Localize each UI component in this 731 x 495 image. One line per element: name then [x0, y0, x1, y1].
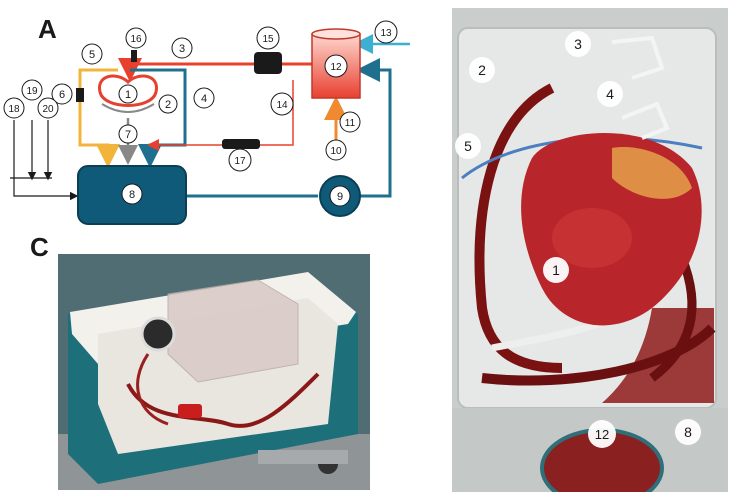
photo-c-illustration — [58, 254, 370, 490]
input-line-18 — [13, 120, 79, 201]
node-17: 17 — [234, 156, 246, 167]
liver-fat — [612, 147, 692, 199]
node-14: 14 — [276, 100, 288, 111]
flow-sensor-15 — [254, 52, 282, 74]
node-3: 3 — [179, 43, 185, 55]
pump-head — [140, 316, 176, 352]
flow-sensor-17 — [222, 139, 260, 149]
node-4: 4 — [201, 93, 207, 105]
node-12: 12 — [330, 62, 342, 73]
node-20: 20 — [42, 104, 54, 115]
reservoir-top — [311, 28, 361, 40]
photo-b-label-5: 5 — [464, 138, 472, 154]
liver-highlight — [552, 208, 632, 268]
node-6: 6 — [59, 89, 65, 101]
photo-b-label-1: 1 — [552, 262, 560, 278]
red-clamp — [178, 404, 202, 418]
node-8: 8 — [129, 189, 135, 201]
node-11: 11 — [345, 118, 356, 129]
node-1: 1 — [125, 89, 131, 101]
photo-b-label-12: 12 — [595, 427, 609, 442]
node-7: 7 — [125, 129, 131, 141]
clip-4 — [621, 101, 670, 140]
node-10: 10 — [330, 146, 342, 157]
clamp-6 — [76, 88, 84, 102]
clamp-16 — [131, 50, 137, 62]
liver-arc — [101, 103, 155, 113]
tube-left — [474, 83, 563, 373]
step-plate — [258, 450, 348, 464]
bile-line — [78, 68, 120, 168]
photo-b-label-3: 3 — [574, 36, 582, 52]
node-13: 13 — [380, 28, 392, 39]
photo-b-illustration: 1 2 3 4 5 8 12 — [452, 8, 728, 492]
photo-portable-device — [58, 254, 370, 490]
node-15: 15 — [262, 34, 274, 45]
node-18: 18 — [8, 104, 20, 115]
organ-chamber — [167, 279, 299, 383]
panel-label-c: C — [30, 232, 49, 262]
node-labels: 1 2 3 4 5 6 7 8 9 10 11 12 13 14 15 16 1 — [3, 20, 398, 207]
photo-b-label-4: 4 — [606, 86, 614, 102]
node-9: 9 — [337, 191, 343, 203]
photo-b-label-2: 2 — [478, 62, 486, 78]
arterial-line — [118, 58, 312, 82]
tube-right — [649, 256, 697, 382]
device-tube-red-2 — [136, 353, 169, 426]
tube-bottom — [481, 324, 716, 386]
node-19: 19 — [26, 86, 38, 97]
perfusion-schematic: 1 2 3 4 5 6 7 8 9 10 11 12 13 14 15 16 1 — [3, 20, 410, 225]
clip-3 — [611, 35, 665, 80]
pump-to-reservoir — [356, 58, 392, 198]
photo-liver-in-device: 1 2 3 4 5 8 12 — [452, 8, 728, 492]
node-16: 16 — [130, 34, 142, 45]
panel-label-a: A — [38, 14, 57, 44]
device-tube-red — [126, 372, 320, 428]
node-5: 5 — [89, 49, 95, 61]
node-2: 2 — [165, 99, 171, 111]
photo-b-label-8: 8 — [684, 424, 692, 440]
